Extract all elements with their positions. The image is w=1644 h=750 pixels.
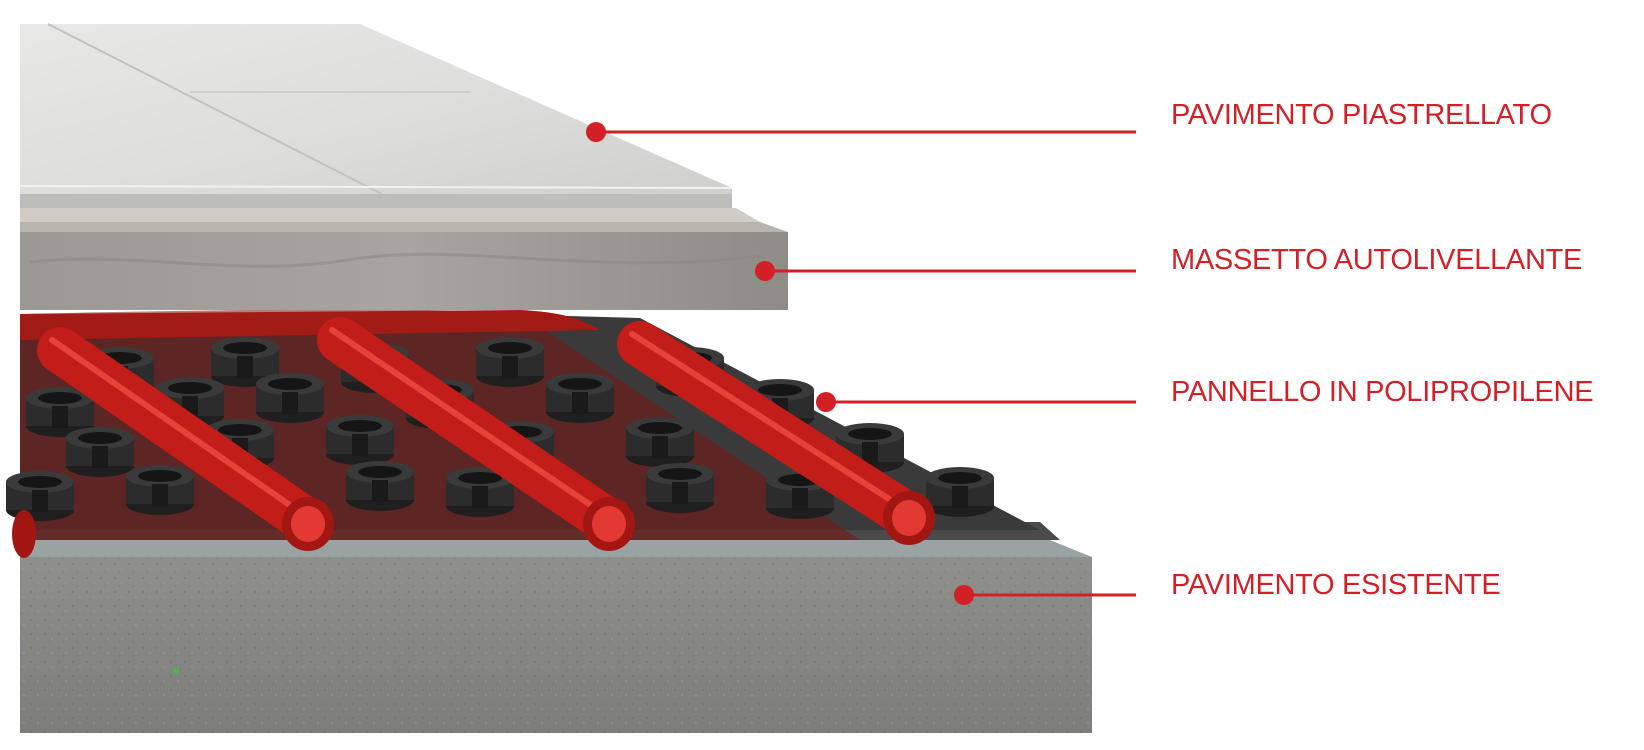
label-self-leveling-screed: MASSETTO AUTOLIVELLANTE [1171, 244, 1583, 276]
leader-dot-panel [816, 392, 836, 412]
heating-pipes [5, 317, 935, 558]
adhesive-layer [20, 208, 760, 222]
leader-dot-existing-floor [954, 585, 974, 605]
tiled-floor-layer [19, 23, 733, 208]
screed-layer [20, 222, 788, 310]
label-polypropylene-panel: PANNELLO IN POLIPROPILENE [1171, 376, 1594, 408]
label-existing-floor: PAVIMENTO ESISTENTE [1171, 569, 1501, 601]
existing-floor-layer [20, 536, 1092, 733]
leader-lines [586, 122, 1136, 605]
leader-dot-screed [755, 261, 775, 281]
leader-dot-tiled-floor [586, 122, 606, 142]
label-tiled-floor: PAVIMENTO PIASTRELLATO [1171, 99, 1552, 131]
